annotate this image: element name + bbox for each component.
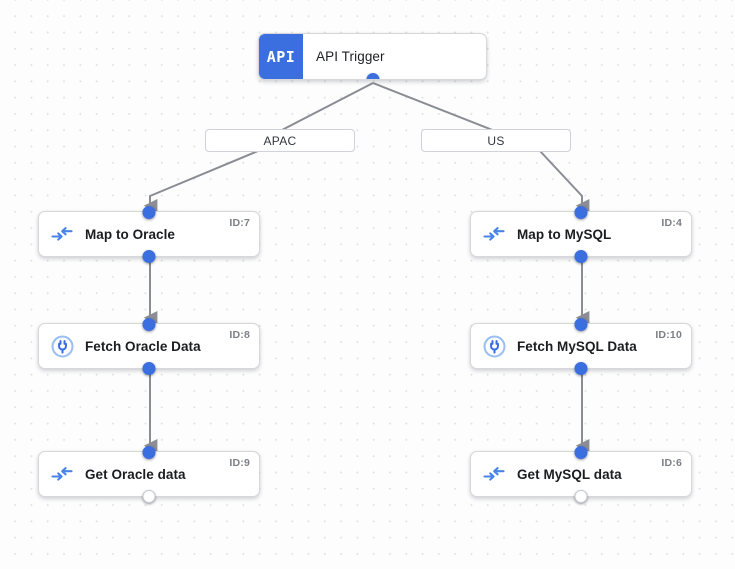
edge-label-apac[interactable]: APAC [205,129,355,152]
map-arrows-icon [471,466,517,482]
node-id-get-oracle-data: ID:9 [229,457,250,469]
node-fetch-mysql-data[interactable]: Fetch MySQL Data ID:10 [470,317,692,375]
map-arrows-icon [471,226,517,242]
node-title-get-oracle-data: Get Oracle data [85,466,186,482]
output-handle-map-to-oracle[interactable] [142,249,156,263]
map-arrows-icon [39,226,85,242]
output-handle-api-trigger[interactable] [366,72,379,79]
node-title-map-to-oracle: Map to Oracle [85,226,175,242]
node-fetch-oracle-data[interactable]: Fetch Oracle Data ID:8 [38,317,260,375]
edge-label-apac-text: APAC [263,133,297,148]
output-handle-fetch-oracle-data[interactable] [142,361,156,375]
node-id-map-to-oracle: ID:7 [229,217,250,229]
node-title-fetch-oracle-data: Fetch Oracle Data [85,338,201,354]
edge-trigger-to-us [372,82,496,132]
output-handle-fetch-mysql-data[interactable] [574,361,588,375]
output-handle-get-oracle-data[interactable] [142,489,156,503]
node-id-fetch-oracle-data: ID:8 [229,329,250,341]
edge-label-us[interactable]: US [421,129,571,152]
edge-us-to-map-mysql [539,150,590,213]
output-handle-get-mysql-data[interactable] [574,489,588,503]
input-handle-map-to-mysql[interactable] [574,205,588,219]
node-id-get-mysql-data: ID:6 [661,457,682,469]
node-api-trigger[interactable]: API API Trigger [258,33,487,80]
node-get-mysql-data[interactable]: Get MySQL data ID:6 [470,445,692,503]
node-title-map-to-mysql: Map to MySQL [517,226,612,242]
input-handle-get-oracle-data[interactable] [142,445,156,459]
plug-circle-icon [471,334,517,358]
input-handle-fetch-oracle-data[interactable] [142,317,156,331]
node-map-to-mysql[interactable]: Map to MySQL ID:4 [470,205,692,263]
node-title-fetch-mysql-data: Fetch MySQL Data [517,338,637,354]
node-id-map-to-mysql: ID:4 [661,217,682,229]
edge-apac-to-map-oracle [143,150,259,213]
input-handle-map-to-oracle[interactable] [142,205,156,219]
edge-trigger-to-apac [279,82,374,132]
node-get-oracle-data[interactable]: Get Oracle data ID:9 [38,445,260,503]
plug-circle-icon [39,334,85,358]
node-title-get-mysql-data: Get MySQL data [517,466,622,482]
node-title-api-trigger: API Trigger [316,49,385,64]
map-arrows-icon [39,466,85,482]
output-handle-map-to-mysql[interactable] [574,249,588,263]
input-handle-fetch-mysql-data[interactable] [574,317,588,331]
api-badge-icon: API [259,34,303,79]
edge-label-us-text: US [487,133,505,148]
node-id-fetch-mysql-data: ID:10 [655,329,682,341]
input-handle-get-mysql-data[interactable] [574,445,588,459]
node-map-to-oracle[interactable]: Map to Oracle ID:7 [38,205,260,263]
